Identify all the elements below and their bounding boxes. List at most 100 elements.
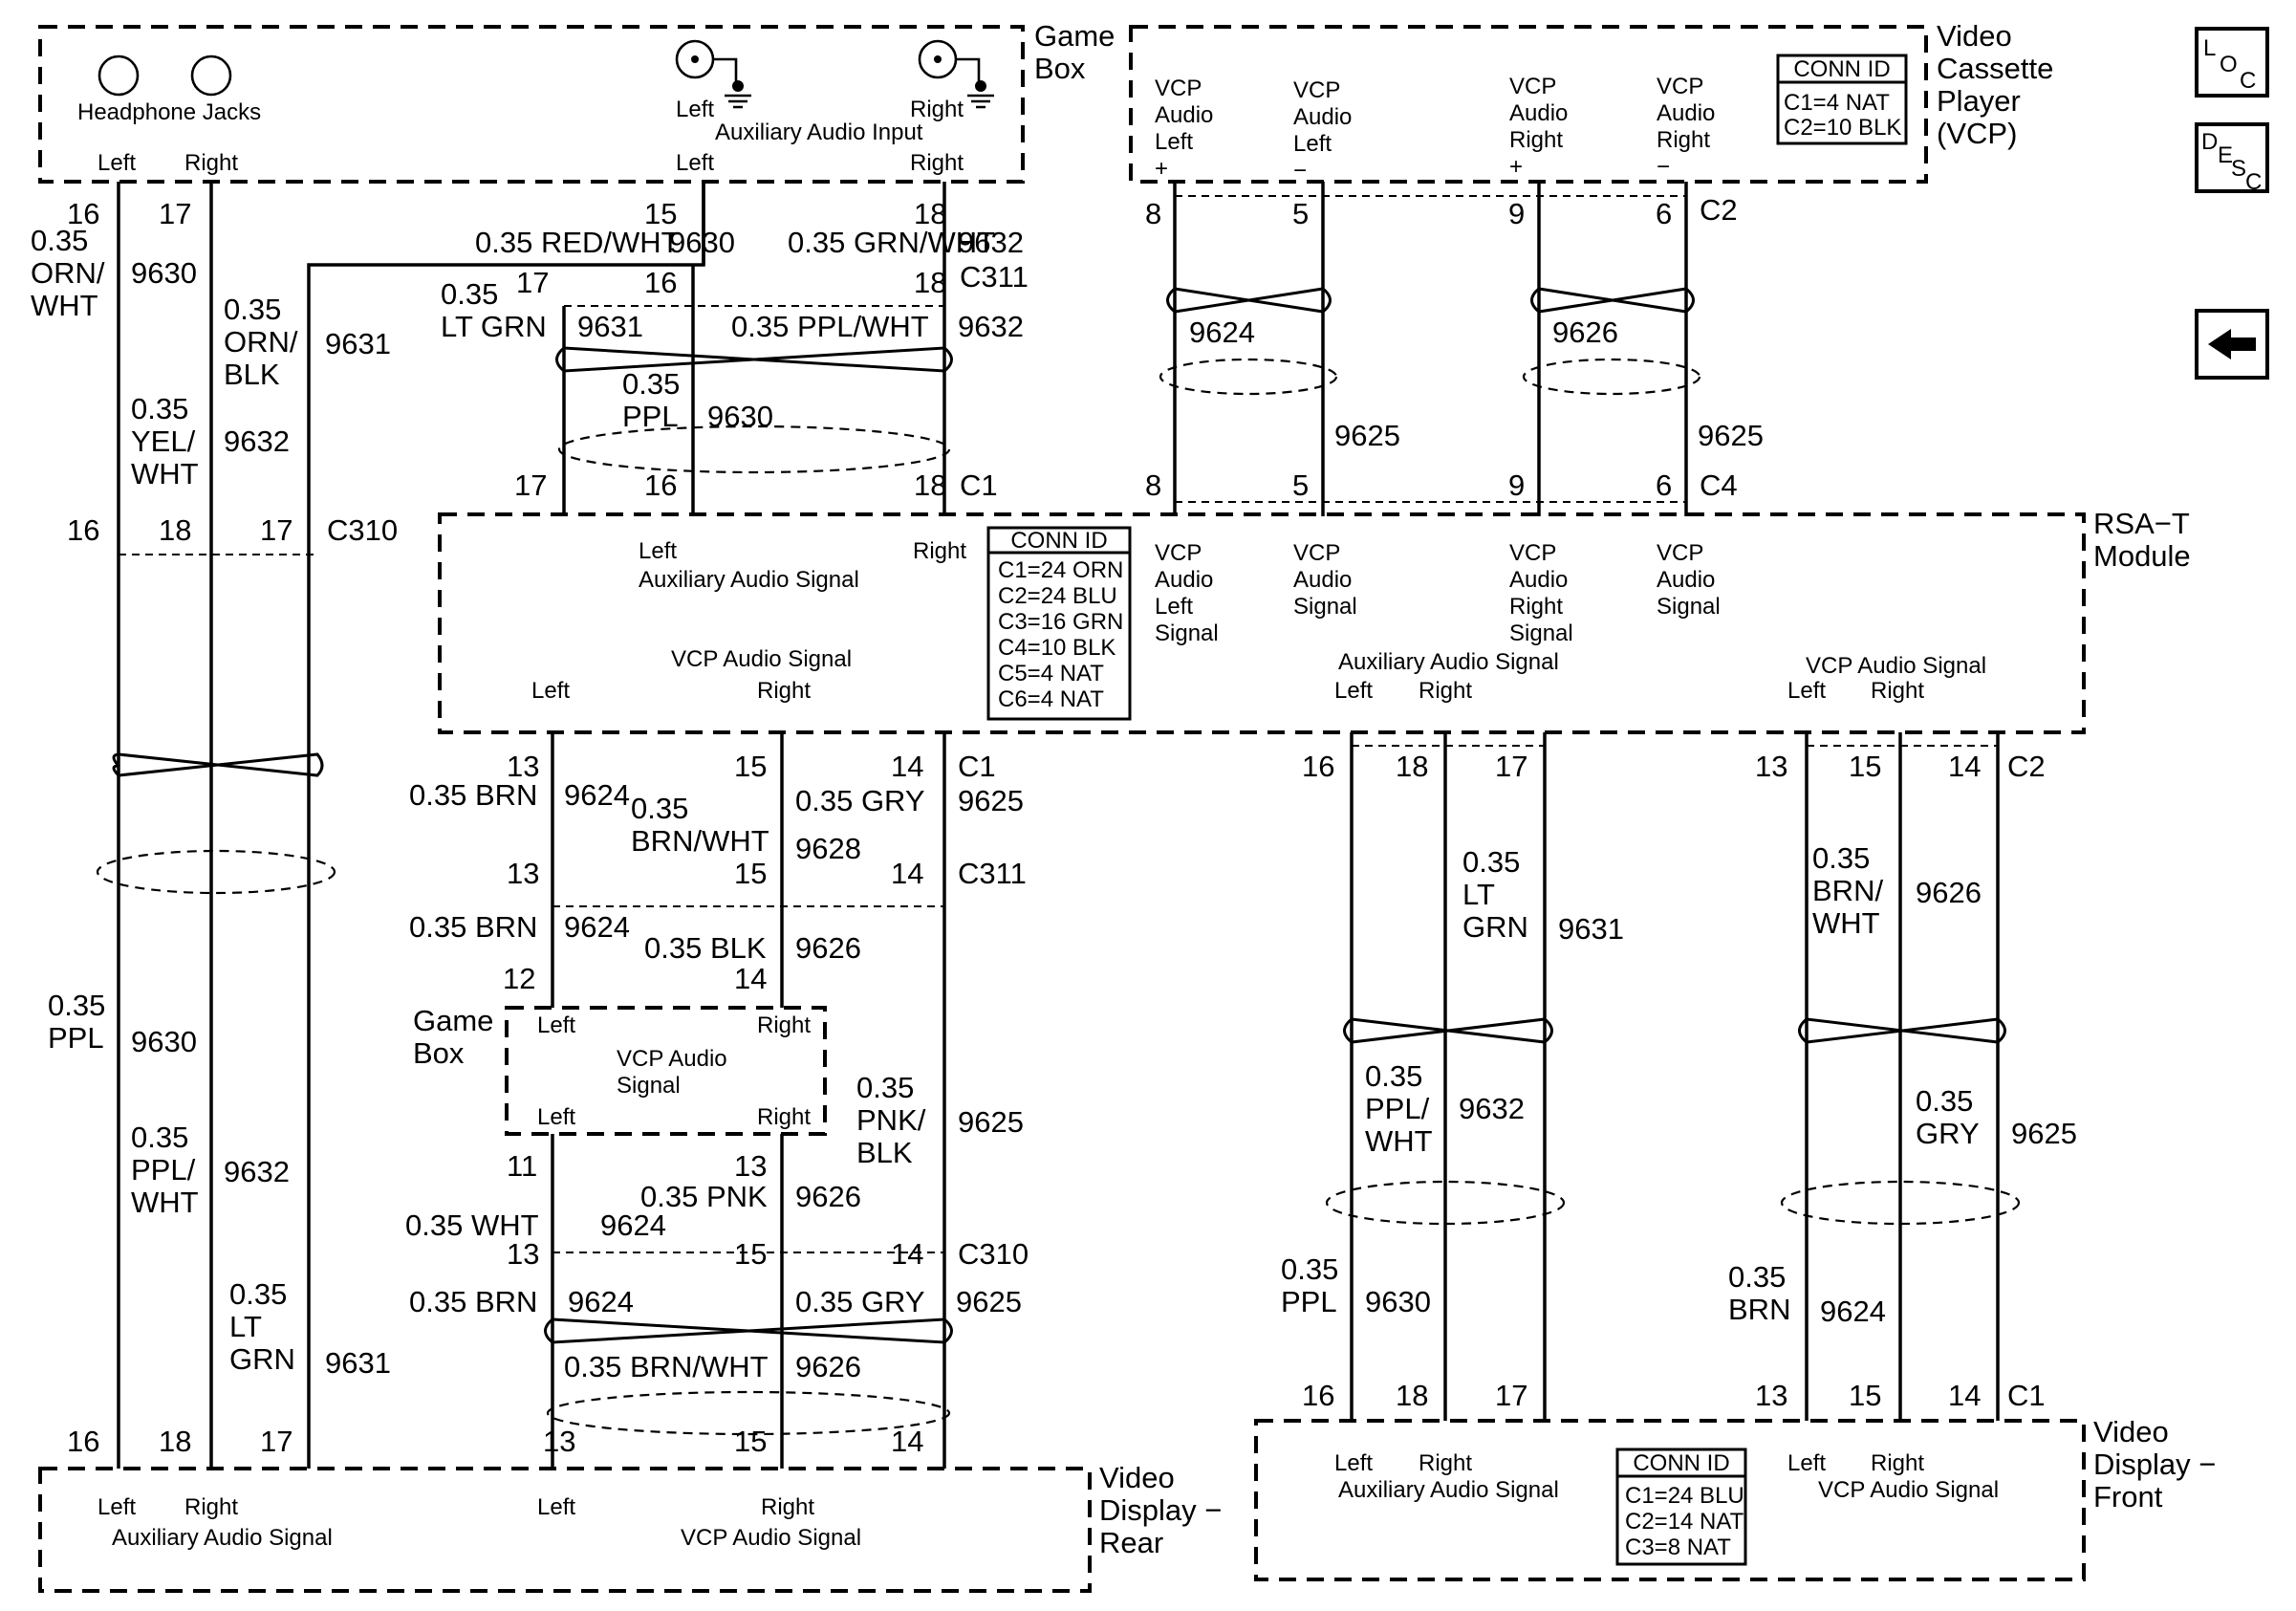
svg-text:16: 16: [1302, 750, 1334, 783]
headphone-jack-left-icon: [97, 54, 140, 97]
svg-text:16: 16: [67, 1425, 99, 1458]
headphone-jacks-label: Headphone Jacks: [77, 99, 261, 125]
svg-text:9630: 9630: [707, 400, 773, 433]
rsa-conn-3: C3=16 GRN: [998, 609, 1123, 635]
rca-jack-left-icon: [675, 39, 751, 109]
aux-in-left-label: Left: [676, 97, 714, 122]
front-vcp-right: Right: [1871, 1450, 1924, 1476]
svg-text:9632: 9632: [1459, 1092, 1525, 1125]
front-vcp-left: Left: [1787, 1450, 1826, 1476]
svg-text:17: 17: [159, 197, 191, 230]
svg-text:9624: 9624: [568, 1285, 634, 1318]
svg-text:17: 17: [514, 468, 547, 502]
svg-text:9: 9: [1508, 197, 1525, 230]
svg-text:13: 13: [507, 857, 539, 890]
svg-text:9624: 9624: [1820, 1295, 1886, 1328]
rsa-conn-1: C1=24 ORN: [998, 557, 1123, 583]
front-conn-1: C1=24 BLU: [1625, 1483, 1744, 1509]
svg-text:9624: 9624: [600, 1208, 666, 1242]
label-9631-top: 9631: [325, 327, 391, 360]
gb-mid-left-bot: Left: [537, 1104, 575, 1130]
svg-text:9632: 9632: [958, 226, 1024, 259]
svg-text:18: 18: [914, 197, 946, 230]
headphone-jack-right-icon: [190, 54, 232, 97]
svg-text:9626: 9626: [795, 1180, 861, 1213]
svg-text:15: 15: [734, 750, 767, 783]
svg-text:16: 16: [67, 197, 99, 230]
svg-text:18: 18: [914, 468, 946, 502]
svg-text:14: 14: [891, 857, 923, 890]
svg-text:13: 13: [507, 1237, 539, 1271]
rear-vcp-right: Right: [761, 1494, 814, 1520]
front-vcp-label: VCP Audio Signal: [1818, 1477, 1999, 1503]
rsa-aux-signal-label: Auxiliary Audio Signal: [639, 567, 859, 593]
back-button[interactable]: [2195, 309, 2269, 380]
svg-text:9630: 9630: [131, 1025, 197, 1058]
conn-c310-top: C310: [327, 513, 398, 547]
svg-text:6: 6: [1656, 468, 1672, 502]
svg-text:13: 13: [1755, 750, 1787, 783]
svg-text:14: 14: [1948, 1379, 1981, 1412]
conn-c1-mid: C1: [958, 750, 996, 783]
svg-text:C: C: [2245, 169, 2262, 195]
rsa-front-vcp-label: VCP Audio Signal: [1806, 653, 1986, 679]
svg-text:C: C: [2240, 68, 2256, 94]
svg-text:15: 15: [644, 197, 677, 230]
svg-text:6: 6: [1656, 197, 1672, 230]
svg-text:13: 13: [1755, 1379, 1787, 1412]
rsa-vcp-signal-label: VCP Audio Signal: [671, 646, 852, 672]
label-9632-top: 9632: [224, 425, 290, 458]
svg-text:18: 18: [159, 513, 191, 547]
svg-text:O: O: [2220, 52, 2238, 77]
svg-text:9: 9: [1508, 468, 1525, 502]
label-pnk: 0.35 PNK: [640, 1180, 768, 1213]
svg-text:14: 14: [891, 1237, 923, 1271]
svg-text:18: 18: [1396, 1379, 1428, 1412]
back-arrow-icon: [2208, 329, 2256, 359]
aux-in-right-label: Right: [910, 97, 964, 122]
svg-text:E: E: [2218, 142, 2233, 168]
rsa-aux-right: Right: [913, 538, 966, 564]
wires: [117, 182, 2000, 1469]
label-gry-2: 0.35 GRY: [795, 1285, 925, 1318]
svg-text:5: 5: [1292, 468, 1309, 502]
svg-text:9630: 9630: [669, 226, 735, 259]
label-gry: 0.35 GRY: [795, 784, 925, 817]
rsa-conn-title: CONN ID: [1010, 528, 1107, 554]
front-aux-label: Auxiliary Audio Signal: [1338, 1477, 1559, 1503]
svg-text:17: 17: [1495, 750, 1527, 783]
rsa-front-vcp-right: Right: [1871, 678, 1924, 704]
svg-text:18: 18: [914, 266, 946, 299]
loc-button[interactable]: LOC: [2195, 27, 2269, 98]
svg-text:13: 13: [734, 1149, 767, 1183]
gb-mid-right-top: Right: [757, 1012, 811, 1038]
label-brn-3: 0.35 BRN: [409, 1285, 537, 1318]
svg-text:15: 15: [1849, 750, 1881, 783]
connector-lines: [119, 195, 1998, 1253]
gb-mid-right-bot: Right: [757, 1104, 811, 1130]
conn-c311-mid: C311: [958, 857, 1027, 890]
aux-right-pin-label: Right: [910, 150, 964, 176]
rear-aux-left: Left: [97, 1494, 136, 1520]
svg-text:9631: 9631: [577, 310, 643, 343]
front-conn-3: C3=8 NAT: [1625, 1535, 1731, 1560]
rsa-aux-left: Left: [639, 538, 677, 564]
svg-text:8: 8: [1145, 197, 1161, 230]
